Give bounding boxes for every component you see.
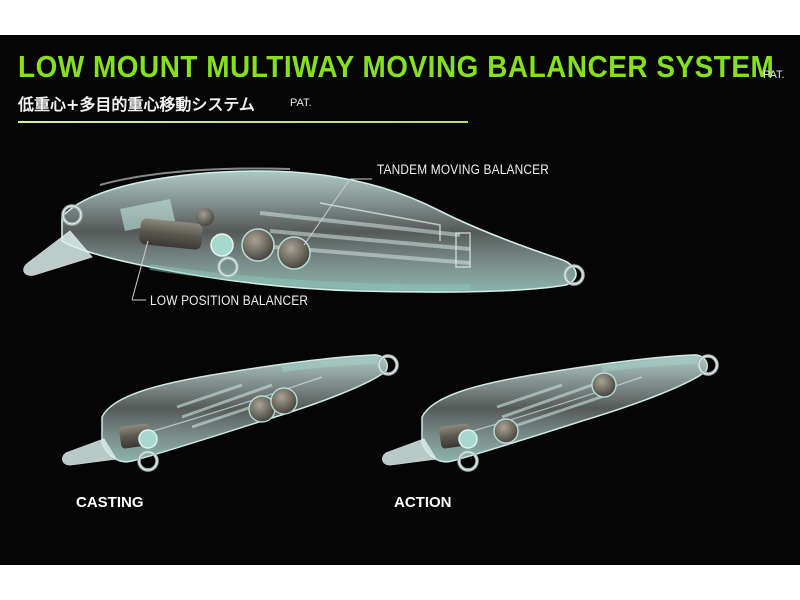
casting-label: CASTING — [76, 494, 144, 511]
diagram-panel: LOW MOUNT MULTIWAY MOVING BALANCER SYSTE… — [0, 35, 800, 565]
lure-illustrations — [23, 167, 800, 565]
low-position-balancer-callout: LOW POSITION BALANCER — [150, 293, 309, 308]
casting-lure — [63, 355, 397, 470]
subtitle-patent-badge: PAT. — [290, 97, 312, 109]
tandem-balancer-callout: TANDEM MOVING BALANCER — [377, 162, 549, 177]
japanese-subtitle: 低重心+多目的重心移動システム — [18, 95, 255, 114]
action-lure — [383, 355, 717, 470]
action-label: ACTION — [394, 494, 452, 511]
large-lure — [23, 167, 585, 301]
page-title: LOW MOUNT MULTIWAY MOVING BALANCER SYSTE… — [18, 49, 775, 84]
title-patent-badge: PAT. — [763, 69, 785, 81]
title-divider — [18, 121, 468, 123]
